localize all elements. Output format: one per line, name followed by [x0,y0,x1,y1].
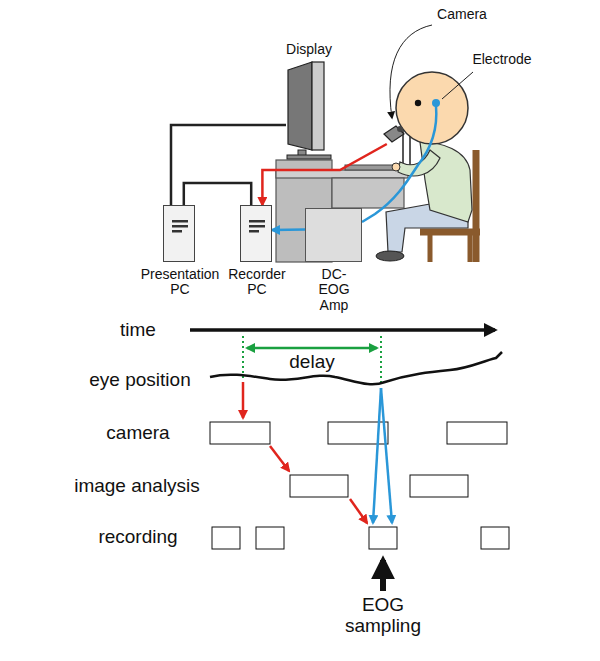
drive-slots [241,206,270,260]
sampling-arrow [380,560,386,591]
connector [184,183,251,205]
leader-line [442,72,473,99]
monitor-shape [286,60,332,160]
person-head [396,72,468,144]
record-frame [256,527,284,549]
flow-arrow [350,499,367,523]
record-frame [481,527,509,549]
monitor-back [288,62,312,150]
electrode-wire [362,106,436,222]
pc-tower: Recorder PC [240,205,272,262]
analysis-frame [410,475,468,497]
keyboard [345,165,395,170]
timing-boxes [210,422,509,549]
desk-body [332,178,404,208]
text-label: eye position [89,370,190,391]
node-label: Camera [437,7,487,22]
drive-slot [172,230,182,233]
display-monitor: Display [286,60,332,160]
monitor-screen [312,62,324,150]
flow-arrow [373,388,381,523]
text-label: EOG sampling [333,595,433,637]
text-label: delay [289,352,334,373]
delay-arrow [247,347,377,350]
drive-slot [172,225,188,228]
monitor-base [287,155,331,159]
camera-frame [447,422,507,444]
analysis-frame [290,475,348,497]
text-label: recording [98,527,177,548]
pc-tower: Presentation PC [163,205,195,262]
node-label: DC-EOG Amp [307,267,361,313]
camera-frame [210,422,270,444]
person-eye [415,100,421,106]
camera-lens [397,126,403,132]
drive-slot [249,225,265,228]
drive-slots [164,206,193,260]
chair-legs [430,234,470,262]
record-frame [212,527,240,549]
eye-trace [210,352,502,384]
chair-back [473,150,480,262]
drive-slot [249,220,265,223]
text-label: Electrode [472,52,531,67]
connector [171,125,286,205]
camera-shape [382,124,406,144]
delay-marker [380,336,382,385]
connector [272,228,305,231]
amplifier-box: DC-EOG Amp [305,208,362,262]
node-label: Presentation PC [141,267,220,298]
person-hand [392,163,400,171]
flow-arrow [242,382,245,418]
drive-slot [249,230,259,233]
electrode-dot [432,99,440,107]
flow-arrow [381,388,392,523]
node-label: Display [286,42,332,57]
flow-arrow [270,446,289,471]
person-shoe [376,251,404,261]
text-label: camera [106,423,169,444]
camera-icon: Camera [382,124,406,144]
record-frame [369,527,397,549]
node-label: Recorder PC [228,267,286,298]
delay-marker [242,336,244,378]
leader-line [390,25,432,118]
time-arrow [190,328,495,332]
connector [262,144,386,205]
text-label: time [120,320,156,341]
text-label: image analysis [74,476,200,497]
camera-body [384,126,404,142]
drive-slot [172,220,188,223]
